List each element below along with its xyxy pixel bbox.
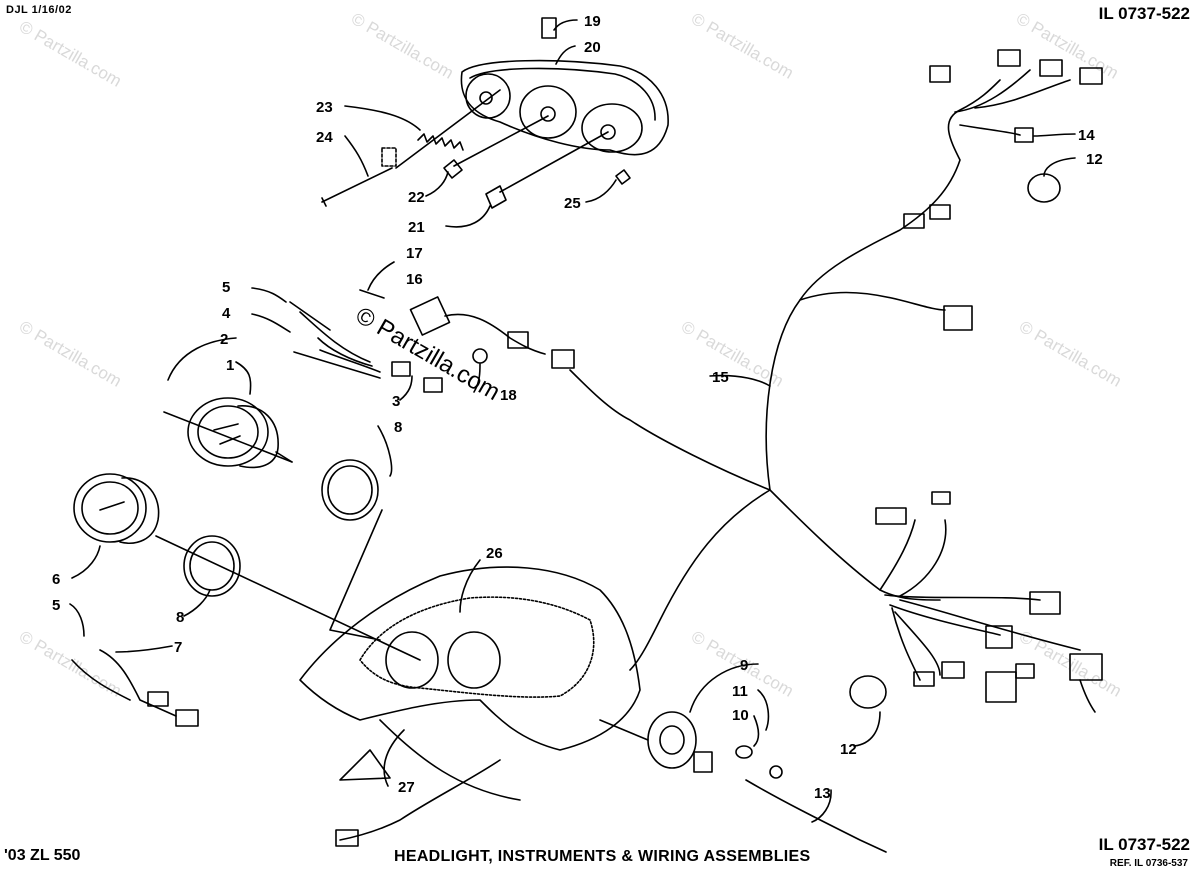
screw-17 [359, 289, 385, 299]
headlight-assembly [460, 59, 669, 156]
watermark-faint: © Partzilla.com [16, 17, 125, 91]
callout-27: 27 [398, 779, 415, 796]
callout-6: 6 [52, 571, 60, 588]
connector [1029, 591, 1061, 615]
callout-20: 20 [584, 39, 601, 56]
watermark-main: © Partzilla.com [351, 302, 505, 406]
illustration-number-bottom: IL 0737-522 [1098, 835, 1190, 854]
callout-12: 12 [1086, 151, 1103, 168]
drawing-date: DJL 1/16/02 [6, 4, 72, 16]
callout-15: 15 [712, 369, 729, 386]
connector [985, 671, 1017, 703]
bezel-ring-8 [321, 459, 379, 521]
speedometer-6 [73, 473, 160, 544]
callout-11: 11 [732, 683, 748, 700]
nut-18 [472, 348, 488, 364]
callout-3: 3 [392, 393, 400, 410]
callout-8: 8 [176, 609, 184, 626]
callout-13: 13 [814, 785, 831, 802]
ignition-switch-9 [647, 711, 713, 773]
clamp-12 [849, 675, 887, 709]
dash-panel-26 [299, 566, 641, 801]
cable-13 [745, 779, 887, 853]
watermark-faint: © Partzilla.com [348, 9, 457, 83]
adjuster-24 [381, 147, 397, 167]
watermark-faint: © Partzilla.com [16, 317, 125, 391]
connector [1039, 59, 1063, 77]
callout-18: 18 [500, 387, 517, 404]
callout-17: 17 [406, 245, 423, 262]
callout-9: 9 [740, 657, 748, 674]
illustration-number-top: IL 0737-522 [1098, 4, 1190, 23]
nut-11 [769, 765, 783, 779]
callout-7: 7 [174, 639, 182, 656]
watermark-faint: © Partzilla.com [688, 9, 797, 83]
socket-21 [485, 185, 507, 209]
connector [943, 305, 973, 331]
callout-5: 5 [222, 279, 230, 296]
connector [903, 213, 925, 229]
bezel-ring-8 [183, 535, 241, 597]
callout-numbers: 1 15 2 3 4 5 5 6 7 8 8 9 10 11 12 12 13 … [52, 13, 1103, 802]
connector [1015, 663, 1035, 679]
callout-24: 24 [316, 129, 333, 146]
reference-number: REF. IL 0736-537 [1109, 858, 1188, 869]
connector [1079, 67, 1103, 85]
connector [929, 204, 951, 220]
connector-14 [1014, 127, 1034, 143]
diagram-title: HEADLIGHT, INSTRUMENTS & WIRING ASSEMBLI… [394, 848, 811, 865]
connector [941, 661, 965, 679]
model-label: '03 ZL 550 [4, 847, 81, 864]
clip-19 [541, 17, 557, 39]
callout-19: 19 [584, 13, 601, 30]
screw-24 [321, 167, 393, 207]
connector [335, 829, 359, 847]
connector [507, 331, 529, 349]
watermark-faint: © Partzilla.com [1016, 317, 1125, 391]
bulb-22 [443, 159, 463, 179]
callout-5: 5 [52, 597, 60, 614]
connector [551, 349, 575, 369]
connector [147, 691, 169, 707]
washer-10 [735, 745, 753, 759]
connector [175, 709, 199, 727]
connector [1069, 653, 1103, 681]
main-wiring-harness [569, 49, 1103, 713]
connector [997, 49, 1021, 67]
connector [423, 377, 443, 393]
callout-2: 2 [220, 331, 228, 348]
callout-14: 14 [1078, 127, 1095, 144]
callout-1: 1 [226, 357, 234, 374]
connector [929, 65, 951, 83]
callout-12: 12 [840, 741, 857, 758]
callout-22: 22 [408, 189, 425, 206]
callout-23: 23 [316, 99, 333, 116]
callout-10: 10 [732, 707, 749, 724]
connector [875, 507, 907, 525]
callout-8: 8 [394, 419, 402, 436]
callout-16: 16 [406, 271, 423, 288]
callout-21: 21 [408, 219, 425, 236]
leader-line [155, 535, 421, 661]
leader-line [163, 411, 293, 463]
watermark-faint: © Partzilla.com [16, 627, 125, 701]
connector [913, 671, 935, 687]
relay-16 [409, 296, 451, 336]
tachometer-1 [187, 397, 293, 469]
spring-23 [417, 133, 464, 151]
callout-4: 4 [222, 305, 231, 322]
connector-3 [391, 361, 411, 377]
clamp-12 [1027, 173, 1061, 203]
connector [931, 491, 951, 505]
warning-decal-27 [339, 749, 391, 781]
callout-25: 25 [564, 195, 581, 212]
bulb-25 [615, 169, 631, 185]
connector [985, 625, 1013, 649]
callout-26: 26 [486, 545, 503, 562]
